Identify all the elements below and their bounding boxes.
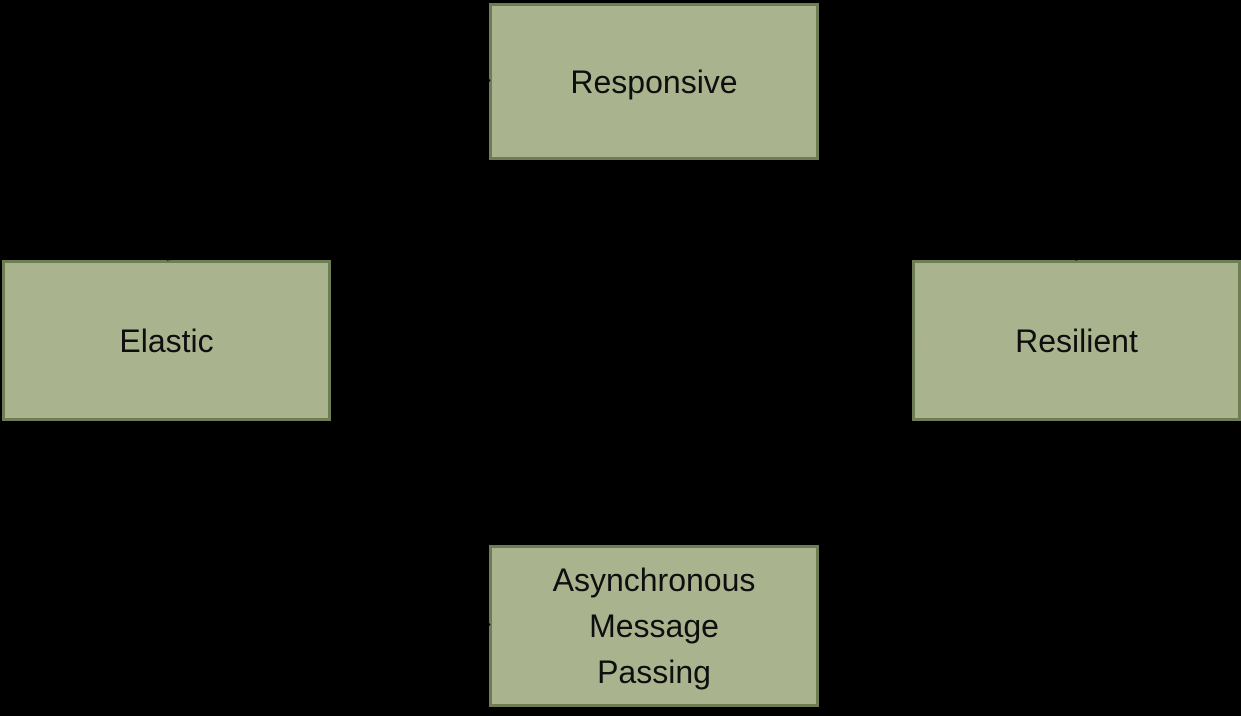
connector-elastic-responsive [166,79,491,261]
connector-async-resilient [819,421,1078,626]
connector-resilient-responsive [819,79,1078,261]
node-async-message-passing-label: Asynchronous Message Passing [552,562,756,690]
node-resilient: Resilient [912,260,1241,421]
node-resilient-label: Resilient [1015,322,1138,359]
node-async-message-passing: Asynchronous Message Passing [489,545,819,707]
node-responsive-label: Responsive [570,63,738,100]
connector-async-elastic [166,421,491,626]
node-elastic: Elastic [2,260,331,421]
node-elastic-label: Elastic [119,322,214,359]
node-responsive: Responsive [489,3,819,160]
